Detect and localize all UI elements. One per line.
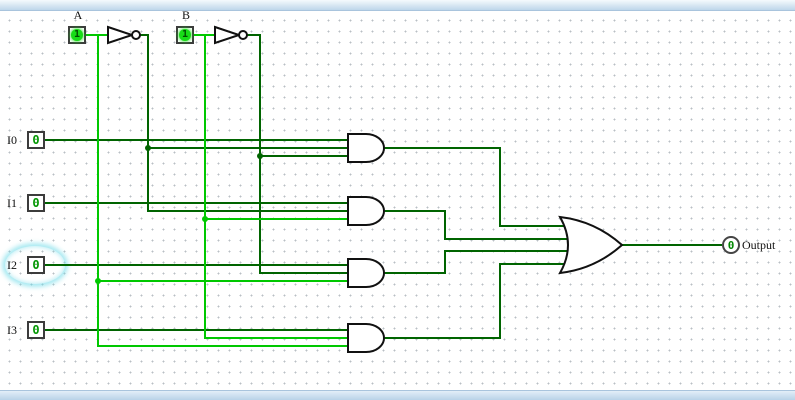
gates-group [107, 25, 624, 353]
not-gate-b[interactable] [214, 25, 243, 45]
pin-i0-value: 0 [32, 133, 40, 147]
input-pin-i3[interactable]: 0 [27, 321, 45, 339]
pin-a-value: 1 [71, 29, 83, 41]
label-pin-i3: I3 [7, 323, 17, 337]
or-gate[interactable] [558, 215, 624, 275]
junction-dot [95, 278, 101, 284]
wire-and3-out [384, 250, 578, 274]
junction-dot [257, 153, 263, 159]
and-gate-1[interactable] [347, 133, 385, 163]
pin-i3-value: 0 [32, 323, 40, 337]
input-pin-i2[interactable]: 0 [27, 256, 45, 274]
junctions-on-group [95, 216, 208, 284]
label-pin-i2: I2 [7, 258, 17, 272]
junction-dot [202, 216, 208, 222]
wires-on-group [86, 34, 348, 347]
and-gate-2[interactable] [347, 196, 385, 226]
wires-off-group [45, 34, 722, 339]
input-pin-a[interactable]: 1 [68, 26, 86, 44]
wire-and1-out [384, 147, 574, 227]
label-output: Output [742, 238, 776, 252]
wire-a-bus [97, 35, 348, 347]
input-pin-b[interactable]: 1 [176, 26, 194, 44]
wire-nota-out [140, 34, 348, 212]
and-gate-4[interactable] [347, 323, 385, 353]
label-pin-a: A [73, 8, 83, 22]
pin-i1-value: 0 [32, 196, 40, 210]
label-pin-i1: I1 [7, 196, 17, 210]
input-pin-i1[interactable]: 0 [27, 194, 45, 212]
not-gate-a-bubble[interactable] [131, 30, 141, 40]
junction-dot [145, 145, 151, 151]
wire-and4-out [384, 263, 574, 339]
pin-b-value: 1 [179, 29, 191, 41]
output-pin: 0 [722, 236, 740, 254]
input-pin-i0[interactable]: 0 [27, 131, 45, 149]
label-pin-i0: I0 [7, 133, 17, 147]
top-scroll-strip [0, 0, 795, 11]
bottom-scroll-strip [0, 390, 795, 400]
pin-i2-value: 0 [32, 258, 40, 272]
junctions-off-group [145, 145, 263, 159]
wire-b-bus [204, 35, 348, 339]
output-pin-value: 0 [727, 238, 735, 252]
wire-and2-out [384, 210, 578, 240]
not-gate-a[interactable] [107, 25, 136, 45]
and-gate-3[interactable] [347, 258, 385, 288]
not-gate-b-bubble[interactable] [238, 30, 248, 40]
label-pin-b: B [181, 8, 190, 22]
